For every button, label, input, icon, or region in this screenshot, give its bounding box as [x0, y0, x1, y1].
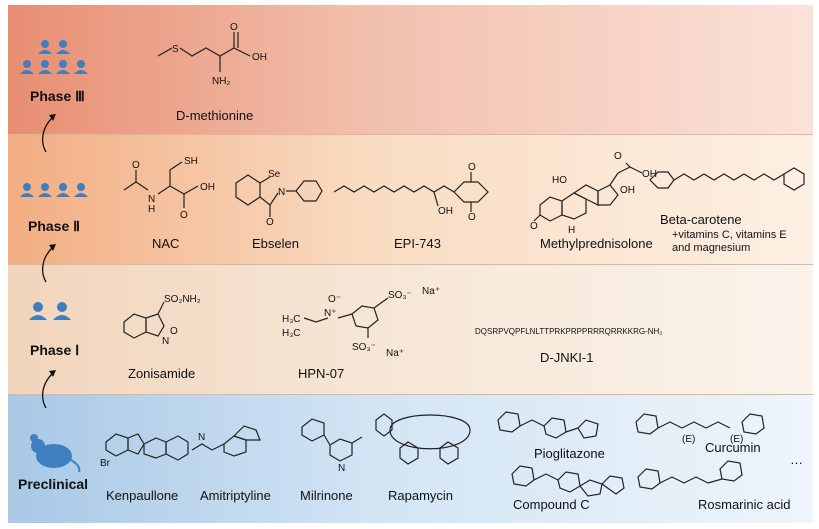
compound-label: Kenpaullone: [106, 488, 179, 503]
people-group-icon: [20, 40, 88, 74]
svg-text:H₃C: H₃C: [282, 314, 301, 325]
svg-text:H: H: [148, 204, 155, 215]
compound-label: NAC: [152, 236, 180, 251]
svg-text:O: O: [230, 22, 238, 33]
compound-c-structure: [511, 465, 625, 497]
svg-text:(E): (E): [682, 434, 695, 445]
curved-arrow-icon: [41, 244, 56, 283]
curved-arrow-icon: [41, 114, 56, 153]
svg-text:O: O: [468, 162, 476, 173]
curved-arrow-icon: [41, 370, 56, 409]
svg-text:Na⁺: Na⁺: [386, 348, 404, 359]
mouse-icon: [30, 434, 81, 473]
compound-label: Ebselen: [252, 236, 299, 251]
svg-text:N: N: [338, 463, 345, 474]
compound-label: Compound C: [513, 497, 590, 512]
more-ellipsis: …: [790, 452, 803, 467]
svg-text:Br: Br: [100, 458, 111, 469]
rapamycin-structure: [375, 413, 471, 465]
preclinical-band: [8, 394, 813, 523]
svg-text:Se: Se: [268, 169, 281, 180]
svg-text:NH₂: NH₂: [212, 76, 230, 87]
compound-label: Milrinone: [300, 488, 353, 503]
phase3-band: [8, 5, 813, 134]
compound-label: Methylprednisolone: [540, 236, 653, 251]
compound-label: D-JNKI-1: [540, 350, 594, 365]
beta-carotene-structure: [649, 167, 805, 191]
zonisamide-structure: SO₂NH₂ N O: [123, 294, 201, 347]
compound-label: EPI-743: [394, 236, 441, 251]
band-divider: [8, 134, 813, 135]
d-jnki-1-sequence: DQSRPVQPFLNLTTPRKPRPPRRRQRRKKRG-NH₂: [475, 327, 663, 336]
svg-text:O: O: [530, 221, 538, 232]
band-divider: [8, 264, 813, 265]
svg-text:H: H: [568, 225, 575, 236]
svg-text:O: O: [614, 151, 622, 162]
svg-text:O⁻: O⁻: [328, 294, 341, 305]
svg-text:H₃C: H₃C: [282, 328, 301, 339]
svg-text:SH: SH: [184, 156, 198, 167]
svg-text:O: O: [468, 212, 476, 223]
ebselen-structure: Se N O: [235, 169, 323, 228]
svg-text:SO₂NH₂: SO₂NH₂: [164, 294, 201, 305]
curcumin-structure: (E) (E): [635, 413, 765, 445]
svg-text:OH: OH: [620, 185, 635, 196]
compound-note: and magnesium: [672, 242, 751, 254]
svg-text:O: O: [266, 217, 274, 228]
svg-text:N: N: [162, 336, 169, 347]
d-methionine-structure: S O OH NH₂: [157, 22, 267, 87]
svg-text:HO: HO: [552, 175, 567, 186]
compound-label: Zonisamide: [128, 366, 196, 381]
compound-label: Beta-carotene: [660, 212, 742, 227]
people-group-icon: [20, 183, 88, 197]
phase1-label: Phase Ⅰ: [30, 342, 80, 358]
compound-label: Curcumin: [705, 440, 761, 455]
compound-label: Pioglitazone: [534, 446, 605, 461]
svg-text:O: O: [170, 326, 178, 337]
amitriptyline-structure: N: [191, 425, 261, 457]
svg-text:OH: OH: [438, 206, 453, 217]
compound-label: Amitriptyline: [200, 488, 271, 503]
phase3-label: Phase Ⅲ: [30, 88, 85, 104]
phase2-band: [8, 134, 813, 264]
rosmarinic-acid-structure: [637, 460, 743, 490]
methylprednisolone-structure: O OH O OH HO H: [530, 151, 657, 236]
milrinone-structure: N: [301, 418, 363, 474]
svg-text:(E): (E): [730, 434, 743, 445]
preclinical-label: Preclinical: [18, 476, 89, 492]
svg-text:N⁺: N⁺: [324, 308, 337, 319]
svg-text:Na⁺: Na⁺: [422, 286, 440, 297]
band-divider: [8, 394, 813, 395]
svg-text:OH: OH: [252, 52, 267, 63]
phase2-label: Phase Ⅱ: [28, 218, 81, 234]
svg-text:OH: OH: [200, 182, 215, 193]
svg-text:N: N: [198, 432, 205, 443]
svg-text:SO₃⁻: SO₃⁻: [388, 290, 412, 301]
hpn-07-structure: H₃C H₃C N⁺ O⁻ SO₃⁻ Na⁺ SO₃⁻ Na⁺: [282, 286, 440, 359]
epi-743-structure: OH O O: [333, 162, 489, 223]
svg-text:S: S: [172, 44, 179, 55]
nac-structure: O NH SH O OH: [123, 156, 215, 221]
svg-text:O: O: [180, 210, 188, 221]
compound-note: +vitamins C, vitamins E: [672, 229, 787, 241]
svg-text:SO₃⁻: SO₃⁻: [352, 342, 376, 353]
svg-text:OH: OH: [642, 169, 657, 180]
phase1-band: [8, 264, 813, 394]
svg-text:O: O: [132, 160, 140, 171]
svg-text:N: N: [148, 194, 155, 205]
svg-text:N: N: [278, 187, 285, 198]
compound-label: Rapamycin: [388, 488, 454, 503]
compound-label: D-methionine: [176, 108, 254, 123]
pioglitazone-structure: [497, 411, 599, 439]
compound-label: Rosmarinic acid: [698, 497, 791, 512]
compound-label: HPN-07: [298, 366, 345, 381]
kenpaullone-structure: Br: [100, 433, 189, 469]
person-icon: [29, 302, 71, 320]
